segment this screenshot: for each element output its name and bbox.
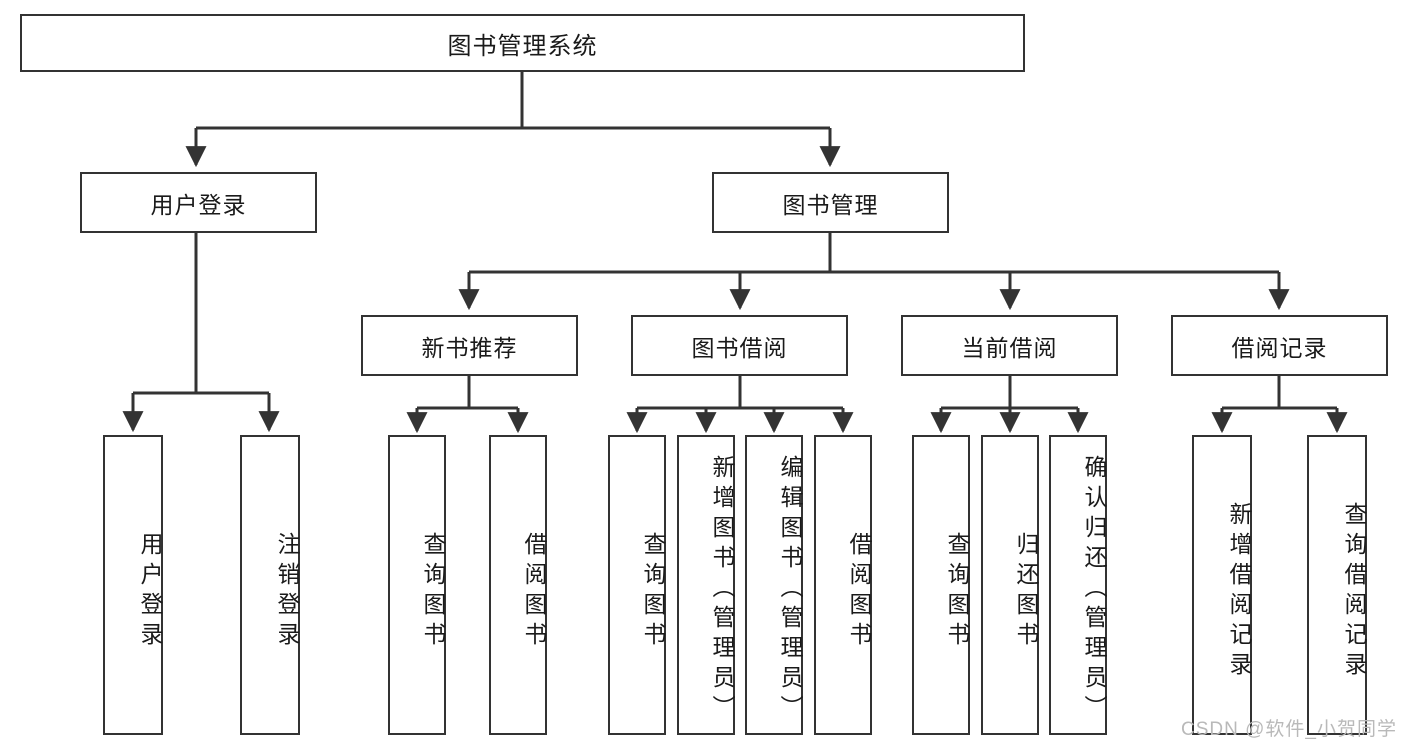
node-leaf-query-book-1-label: 查询图书 [420, 532, 446, 652]
node-leaf-add-record-label: 新增借阅记录 [1226, 502, 1252, 682]
node-leaf-logout-label: 注销登录 [274, 532, 300, 652]
node-leaf-add-book-label: 新增图书（管理员） [709, 455, 735, 725]
node-current-borrow[interactable]: 当前借阅 [901, 315, 1118, 376]
node-leaf-query-record[interactable]: 查询借阅记录 [1307, 435, 1367, 735]
node-leaf-query-book-3[interactable]: 查询图书 [912, 435, 970, 735]
node-leaf-add-book[interactable]: 新增图书（管理员） [677, 435, 735, 735]
node-leaf-edit-book[interactable]: 编辑图书（管理员） [745, 435, 803, 735]
node-leaf-query-book-1[interactable]: 查询图书 [388, 435, 446, 735]
node-new-book-rec[interactable]: 新书推荐 [361, 315, 578, 376]
node-current-borrow-label: 当前借阅 [961, 334, 1058, 361]
node-leaf-borrow-book-1[interactable]: 借阅图书 [489, 435, 547, 735]
node-root-label: 图书管理系统 [447, 32, 598, 60]
node-leaf-borrow-book-1-label: 借阅图书 [521, 532, 547, 652]
node-leaf-return-book[interactable]: 归还图书 [981, 435, 1039, 735]
node-leaf-add-record[interactable]: 新增借阅记录 [1192, 435, 1252, 735]
node-leaf-query-book-3-label: 查询图书 [944, 532, 970, 652]
node-leaf-borrow-book-2-label: 借阅图书 [846, 532, 872, 652]
node-leaf-query-record-label: 查询借阅记录 [1341, 502, 1367, 682]
node-book-borrow[interactable]: 图书借阅 [631, 315, 848, 376]
node-book-manage-label: 图书管理 [782, 191, 879, 218]
node-borrow-record[interactable]: 借阅记录 [1171, 315, 1388, 376]
node-borrow-record-label: 借阅记录 [1231, 334, 1328, 361]
watermark: CSDN @软件_小贺同学 [1181, 719, 1397, 740]
node-leaf-logout[interactable]: 注销登录 [240, 435, 300, 735]
node-leaf-user-login[interactable]: 用户登录 [103, 435, 163, 735]
node-leaf-query-book-2-label: 查询图书 [640, 532, 666, 652]
node-root[interactable]: 图书管理系统 [20, 14, 1025, 72]
node-leaf-query-book-2[interactable]: 查询图书 [608, 435, 666, 735]
node-leaf-confirm-return[interactable]: 确认归还（管理员） [1049, 435, 1107, 735]
node-leaf-borrow-book-2[interactable]: 借阅图书 [814, 435, 872, 735]
node-new-book-rec-label: 新书推荐 [421, 334, 518, 361]
node-leaf-user-login-label: 用户登录 [137, 532, 163, 652]
node-book-manage[interactable]: 图书管理 [712, 172, 949, 233]
node-leaf-return-book-label: 归还图书 [1013, 532, 1039, 652]
node-book-borrow-label: 图书借阅 [691, 334, 788, 361]
node-leaf-confirm-return-label: 确认归还（管理员） [1081, 455, 1107, 725]
node-user-login[interactable]: 用户登录 [80, 172, 317, 233]
node-leaf-edit-book-label: 编辑图书（管理员） [777, 455, 803, 725]
node-user-login-label: 用户登录 [150, 191, 247, 218]
